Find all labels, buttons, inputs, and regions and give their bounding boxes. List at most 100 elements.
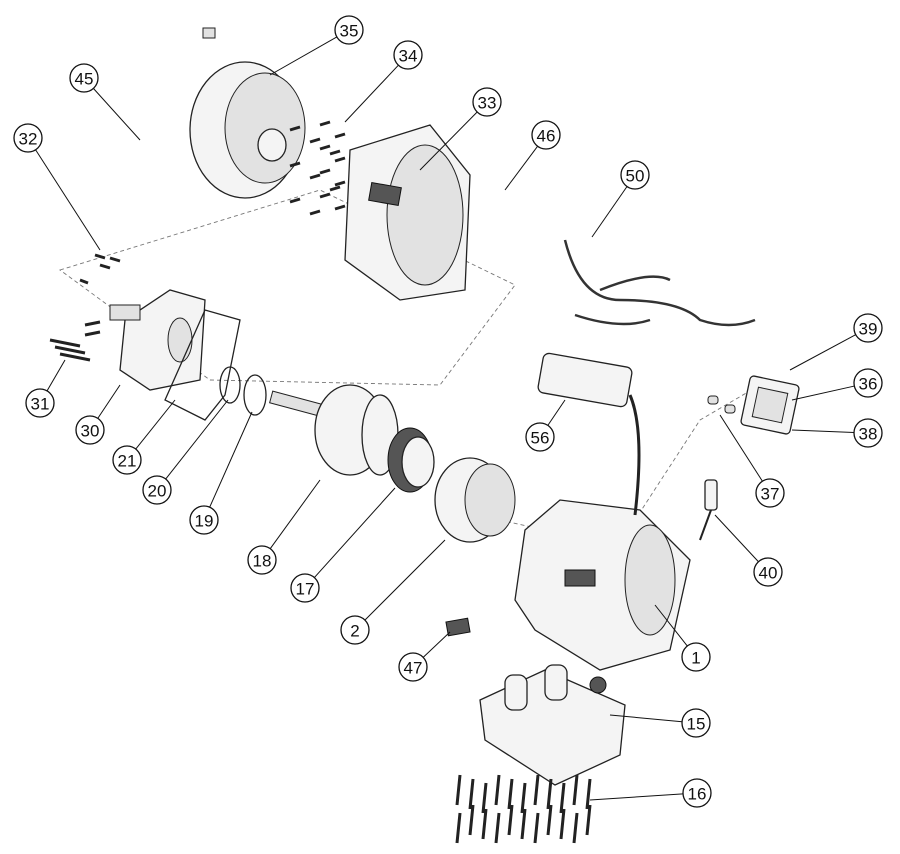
callout-circle (112, 445, 142, 475)
callout-46: 46 (531, 120, 561, 150)
callout-47: 47 (398, 652, 428, 682)
callout-circle (13, 123, 43, 153)
part-planetary-gear (387, 427, 435, 493)
callout-number: 38 (859, 425, 878, 444)
callout-number: 50 (626, 167, 645, 186)
callout-number: 15 (687, 715, 706, 734)
bolt (546, 804, 553, 836)
callout-2: 2 (340, 615, 370, 645)
bolt (309, 173, 321, 180)
callout-number: 31 (31, 395, 50, 414)
callout-34: 34 (393, 40, 423, 70)
bolt (334, 156, 346, 163)
callout-number: 17 (296, 580, 315, 599)
bolt (84, 330, 101, 337)
bolt (309, 209, 321, 216)
bolt (585, 804, 592, 836)
bolt (585, 778, 592, 810)
leader-line (419, 111, 478, 171)
callout-circle (472, 87, 502, 117)
part-control-module (537, 352, 641, 516)
callout-circle (753, 557, 783, 587)
callout-circle (525, 422, 555, 452)
callout-number: 19 (195, 512, 214, 531)
callout-number: 2 (350, 622, 359, 641)
part-pump (109, 289, 206, 391)
leader-line (791, 429, 855, 433)
callout-17: 17 (290, 573, 320, 603)
callout-33: 33 (472, 87, 502, 117)
bolt (329, 149, 341, 156)
callout-number: 20 (148, 482, 167, 501)
callout-circle (334, 15, 364, 45)
part-bolts-16 (455, 774, 592, 844)
bolt (59, 352, 91, 362)
leader-line (654, 604, 688, 647)
leader-line (209, 411, 253, 508)
callout-circle (75, 415, 105, 445)
bolt (289, 161, 301, 168)
assembly-outline (59, 189, 516, 386)
part-seal-ring-19 (243, 374, 267, 416)
callout-32: 32 (13, 123, 43, 153)
bolt (309, 137, 321, 144)
callout-circle (142, 475, 172, 505)
bolt (79, 278, 89, 285)
callout-circle (755, 478, 785, 508)
part-torque-converter (189, 27, 306, 199)
callout-16: 16 (682, 778, 712, 808)
callout-circle (853, 368, 883, 398)
bolt (334, 180, 346, 187)
callout-circle (247, 545, 277, 575)
leader-line (269, 36, 338, 76)
callout-circle (531, 120, 561, 150)
leader-line (364, 539, 446, 621)
part-converter-housing (344, 124, 471, 301)
callout-circle (290, 573, 320, 603)
leader-line (714, 514, 759, 563)
callout-number: 47 (404, 659, 423, 678)
part-clutch-drum (269, 384, 399, 476)
bolt (319, 120, 331, 127)
leader-line (422, 631, 451, 658)
leader-line (35, 149, 101, 251)
part-seal-ring-20 (219, 366, 241, 404)
callout-number: 35 (340, 22, 359, 41)
leader-line (165, 399, 229, 480)
callout-40: 40 (753, 557, 783, 587)
leader-line (591, 186, 628, 238)
bolt (54, 345, 86, 355)
bolt (319, 144, 331, 151)
bolt (494, 774, 501, 806)
callout-number: 46 (537, 127, 556, 146)
callout-number: 37 (761, 485, 780, 504)
callout-number: 16 (688, 785, 707, 804)
callout-circle (398, 652, 428, 682)
callout-circle (681, 642, 711, 672)
part-wiring-harness (563, 239, 756, 327)
callout-number: 34 (399, 47, 418, 66)
part-valve-body (479, 664, 626, 786)
callout-circle (853, 313, 883, 343)
callout-circle (189, 505, 219, 535)
leader-line (609, 714, 683, 723)
callout-21: 21 (112, 445, 142, 475)
bolt (559, 782, 566, 814)
bolt (319, 192, 331, 199)
callout-number: 45 (75, 70, 94, 89)
leader-line (97, 384, 121, 419)
leader-line (344, 64, 399, 123)
leader-line (791, 385, 855, 401)
bolt (49, 338, 81, 348)
bolt (520, 808, 527, 840)
callout-37: 37 (755, 478, 785, 508)
part-tcu (740, 375, 800, 435)
callout-56: 56 (525, 422, 555, 452)
bolt (494, 812, 501, 844)
part-bolts-34 (289, 120, 346, 216)
callout-number: 33 (478, 94, 497, 113)
bolt (481, 782, 488, 814)
bolt (507, 804, 514, 836)
bolt (99, 263, 111, 270)
